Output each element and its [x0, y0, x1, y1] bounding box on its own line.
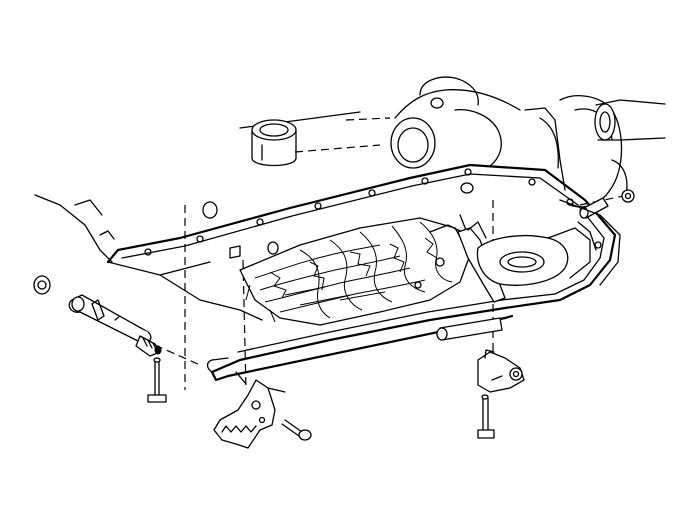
nuts: [579, 189, 635, 219]
manual-valve-lever: [457, 221, 591, 303]
seal-sleeve: [251, 119, 297, 167]
bolt-detent: [281, 419, 312, 441]
output-stud: [579, 197, 609, 219]
nut-right: [621, 189, 635, 203]
output-shaft-flange: [559, 199, 621, 286]
bolt-left: [147, 357, 167, 403]
shift-linkage-rod: [206, 314, 514, 385]
accumulator-cylinder: [33, 275, 162, 357]
detent-spring: [477, 349, 525, 393]
valve-body: [239, 217, 471, 326]
retaining-bolts: [147, 357, 495, 441]
bolt-right: [477, 394, 495, 439]
detent-plate: [213, 379, 286, 449]
transmission-case-outline: [34, 76, 666, 263]
oil-pan-rail: [106, 163, 617, 374]
